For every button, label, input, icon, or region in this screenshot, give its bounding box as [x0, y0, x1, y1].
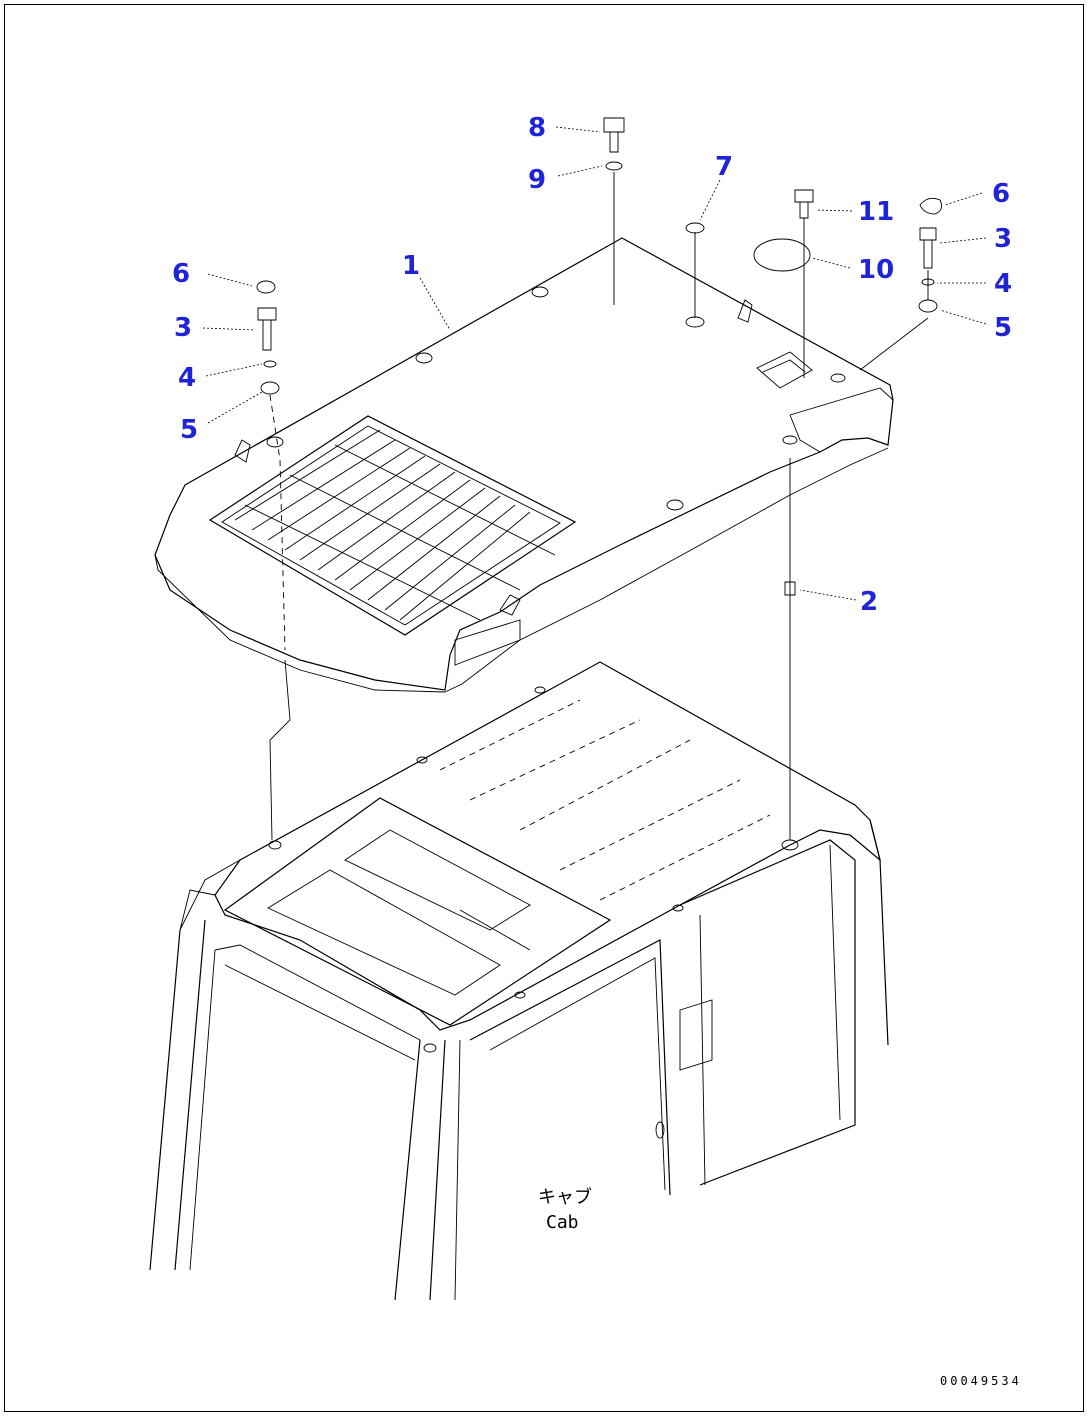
callout-9: 9: [528, 165, 546, 195]
callout-8: 8: [528, 113, 546, 143]
drawing-frame: [4, 4, 1084, 1412]
callout-6-left: 6: [172, 259, 190, 289]
assembly-lines: [269, 172, 929, 841]
callout-1: 1: [402, 251, 420, 281]
callout-5-right: 5: [994, 313, 1012, 343]
callout-3-left: 3: [174, 313, 192, 343]
drawing-number: 00049534: [940, 1374, 1022, 1388]
cab-caption-en: Cab: [546, 1212, 579, 1233]
roof-cover: [154, 237, 894, 693]
roof-grille: [208, 415, 577, 636]
callout-11: 11: [858, 197, 894, 227]
leader-lines: [202, 126, 987, 601]
callout-7: 7: [715, 152, 733, 182]
callout-6-right: 6: [992, 179, 1010, 209]
callout-10: 10: [858, 255, 894, 285]
callout-4-left: 4: [178, 363, 196, 393]
callout-3-right: 3: [994, 224, 1012, 254]
callout-2: 2: [860, 587, 878, 617]
callout-5-left: 5: [180, 415, 198, 445]
small-parts: [256, 117, 943, 395]
cab: [149, 661, 889, 1301]
callout-labels: 8 9 7 11 10 6 3 4 5 1 6 3 4 5 2: [172, 113, 1012, 617]
cab-caption-jp: キャブ: [538, 1186, 592, 1208]
callout-4-right: 4: [994, 269, 1012, 299]
